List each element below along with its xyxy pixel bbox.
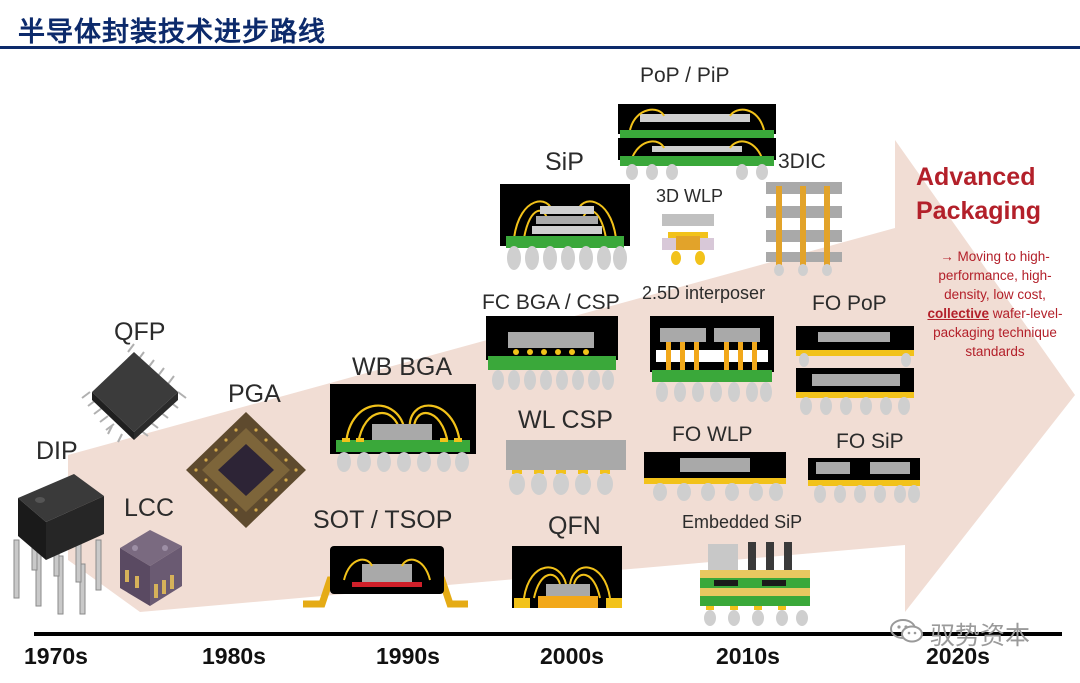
decade-label: 2010s	[716, 643, 780, 669]
label-fc-bga-csp: FC BGA / CSP	[482, 291, 620, 314]
decade-label: 2000s	[540, 643, 604, 669]
dip-package-illustration	[13, 474, 104, 615]
2-5d-interposer-illustration	[650, 316, 774, 402]
label-pop-pip: PoP / PiP	[640, 64, 730, 87]
label-fo-wlp: FO WLP	[672, 423, 753, 446]
label-pga: PGA	[228, 380, 281, 408]
wechat-icon	[890, 618, 924, 650]
qfn-illustration	[512, 546, 622, 608]
sip-illustration	[500, 184, 630, 270]
label-sot-tsop: SOT / TSOP	[313, 506, 453, 534]
advanced-packaging-description: → Moving to high-performance, high-densi…	[916, 247, 1074, 361]
advanced-title-line1: Advanced	[916, 163, 1036, 191]
watermark: 驭势资本	[890, 616, 1030, 652]
label-3d-wlp: 3D WLP	[656, 186, 724, 206]
wl-csp-illustration	[506, 440, 626, 495]
qfp-package-illustration	[81, 343, 187, 443]
fc-bga-csp-illustration	[486, 316, 618, 390]
label-fo-sip: FO SiP	[836, 430, 904, 453]
advanced-desc-before: → Moving to high-performance, high-densi…	[938, 249, 1052, 302]
advanced-desc-emphasis: collective	[927, 306, 989, 321]
advanced-title-line2: Packaging	[916, 197, 1042, 225]
pop-pip-illustration	[618, 104, 776, 180]
title-rule	[0, 46, 1080, 49]
pga-package-illustration	[186, 412, 306, 528]
label-wb-bga: WB BGA	[352, 353, 453, 381]
label-qfn: QFN	[548, 512, 601, 540]
3d-wlp-illustration	[662, 214, 714, 265]
lcc-package-illustration	[120, 530, 182, 606]
decade-label: 2020s	[926, 643, 990, 669]
page-title: 半导体封装技术进步路线	[18, 17, 326, 48]
fo-wlp-illustration	[644, 452, 786, 501]
label-fo-pop: FO PoP	[812, 292, 887, 315]
label-dip: DIP	[36, 437, 78, 465]
3dic-illustration	[766, 182, 842, 276]
label-wl-csp: WL CSP	[518, 406, 613, 434]
label-sip: SiP	[545, 148, 584, 176]
label-embedded-sip: Embedded SiP	[682, 512, 803, 532]
sot-tsop-illustration	[303, 546, 468, 608]
decade-label: 1970s	[24, 643, 88, 669]
fo-sip-illustration	[808, 458, 920, 503]
decade-label: 1990s	[376, 643, 440, 669]
advanced-packaging-title: Advanced Packaging	[916, 160, 1041, 228]
embedded-sip-illustration	[700, 542, 810, 626]
decade-label: 1980s	[202, 643, 266, 669]
fo-pop-illustration	[796, 326, 914, 415]
advanced-desc-after: wafer-level-packaging technique standard…	[933, 306, 1063, 359]
label-lcc: LCC	[124, 494, 175, 522]
label-qfp: QFP	[114, 318, 166, 346]
label-3dic: 3DIC	[778, 150, 826, 173]
wb-bga-illustration	[330, 384, 476, 472]
label-2-5d-interposer: 2.5D interposer	[642, 283, 766, 303]
watermark-text: 驭势资本	[930, 621, 1031, 650]
